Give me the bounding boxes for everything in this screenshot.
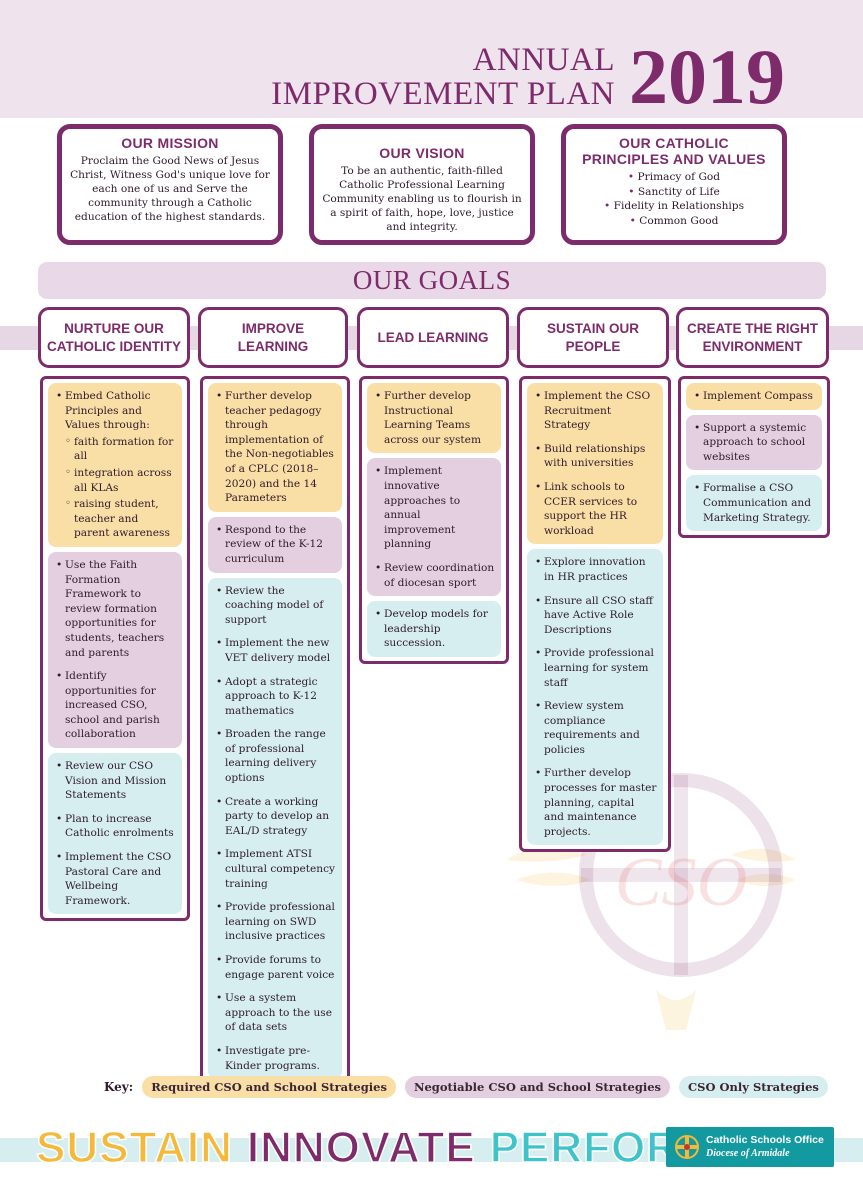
watermark-text: CSO <box>615 844 747 921</box>
sub-item: raising student, teacher and parent awar… <box>65 497 176 541</box>
strategy-item: Develop models for leadership succession… <box>375 607 495 651</box>
column-environment: Implement Compass Support a systemic app… <box>678 376 830 539</box>
sub-item: faith formation for all <box>65 435 176 464</box>
column-sustain: Implement the CSO Recruitment Strategy B… <box>519 376 671 853</box>
cso-only-group: Review the coaching model of support Imp… <box>208 577 342 1080</box>
strategy-item: Review coordination of diocesan sport <box>375 561 495 590</box>
strategy-item: Support a systemic approach to school we… <box>694 421 816 465</box>
org-text: Catholic Schools Office Diocese of Armid… <box>706 1134 824 1160</box>
cso-only-group: Develop models for leadership succession… <box>367 601 501 657</box>
values-list: Primacy of God Sanctity of Life Fidelity… <box>574 170 774 228</box>
values-item: Common Good <box>574 214 774 229</box>
title-words: ANNUAL IMPROVEMENT PLAN <box>271 43 615 111</box>
strategy-item: Provide forums to engage parent voice <box>216 953 336 982</box>
key-negotiable: Negotiable CSO and School Strategies <box>404 1076 671 1098</box>
slogan-sustain: SUSTAIN <box>35 1122 233 1173</box>
strategy-item: Implement the CSO Pastoral Care and Well… <box>56 850 176 908</box>
strategy-item: Build relationships with universities <box>535 442 657 471</box>
values-heading: OUR CATHOLIC PRINCIPLES AND VALUES <box>582 135 766 167</box>
negotiable-group: Implement innovative approaches to annua… <box>367 458 501 597</box>
strategy-item: Ensure all CSO staff have Active Role De… <box>535 594 657 638</box>
slogan-innovate: INNOVATE <box>246 1122 476 1173</box>
mission-heading: OUR MISSION <box>121 135 219 151</box>
title-line-2: IMPROVEMENT PLAN <box>271 76 615 112</box>
org-name: Catholic Schools Office <box>706 1134 824 1146</box>
strategy-item: Implement ATSI cultural competency train… <box>216 847 336 891</box>
strategy-item: Explore innovation in HR practices <box>535 555 657 584</box>
strategy-item: Use a system approach to the use of data… <box>216 991 336 1035</box>
strategy-item: Further develop processes for master pla… <box>535 766 657 839</box>
goal-header-environment: CREATE THE RIGHT ENVIRONMENT <box>676 307 829 368</box>
values-item: Primacy of God <box>574 170 774 185</box>
values-box: OUR CATHOLIC PRINCIPLES AND VALUES Prima… <box>561 124 787 245</box>
strategy-item: Implement innovative approaches to annua… <box>375 464 495 552</box>
strategy-item: Respond to the review of the K-12 curric… <box>216 523 336 567</box>
goal-header-lead: LEAD LEARNING <box>357 307 509 368</box>
goal-header-nurture: NURTURE OUR CATHOLIC IDENTITY <box>38 307 190 368</box>
strategy-item: Review our CSO Vision and Mission Statem… <box>56 759 176 803</box>
required-group: Further develop teacher pedagogy through… <box>208 383 342 512</box>
required-group: Further develop Instructional Learning T… <box>367 383 501 454</box>
goal-header-improve: IMPROVE LEARNING <box>198 307 348 368</box>
column-lead: Further develop Instructional Learning T… <box>359 376 509 664</box>
strategy-item: Embed Catholic Principles and Values thr… <box>56 389 176 541</box>
strategy-item: Investigate pre-Kinder programs. <box>216 1044 336 1073</box>
strategy-item: Review system compliance requirements an… <box>535 699 657 757</box>
strategy-item: Review the coaching model of support <box>216 584 336 628</box>
title-year: 2019 <box>629 33 785 120</box>
strategy-item: Create a working party to develop an EAL… <box>216 795 336 839</box>
column-improve: Further develop teacher pedagogy through… <box>200 376 350 1087</box>
goal-header-sustain: SUSTAIN OUR PEOPLE <box>517 307 669 368</box>
strategy-item: Implement the CSO Recruitment Strategy <box>535 389 657 433</box>
negotiable-group: Respond to the review of the K-12 curric… <box>208 516 342 573</box>
strategy-item: Use the Faith Formation Framework to rev… <box>56 558 176 660</box>
strategy-item: Plan to increase Catholic enrolments <box>56 812 176 841</box>
strategy-item: Formalise a CSO Communication and Market… <box>694 481 816 525</box>
strategy-intro: Embed Catholic Principles and Values thr… <box>65 390 151 432</box>
goals-banner: OUR GOALS <box>38 262 826 299</box>
org-diocese: Diocese of Armidale <box>706 1148 790 1159</box>
mission-box: OUR MISSION Proclaim the Good News of Je… <box>57 124 283 245</box>
key-label: Key: <box>104 1080 134 1094</box>
legend-key: Key: Required CSO and School Strategies … <box>104 1076 828 1098</box>
strategy-item: Link schools to CCER services to support… <box>535 480 657 538</box>
header-band <box>0 0 863 118</box>
vision-text: To be an authentic, faith-filled Catholi… <box>322 165 522 233</box>
negotiable-group: Use the Faith Formation Framework to rev… <box>48 551 182 749</box>
sub-item: integration across all KLAs <box>65 466 176 495</box>
values-item: Sanctity of Life <box>574 185 774 200</box>
mission-text: Proclaim the Good News of Jesus Christ, … <box>70 155 270 223</box>
strategy-item: Implement Compass <box>694 389 816 404</box>
cross-emblem-icon <box>675 1135 699 1159</box>
strategy-item: Implement the new VET delivery model <box>216 636 336 665</box>
negotiable-group: Support a systemic approach to school we… <box>686 414 822 471</box>
required-group: Implement Compass <box>686 383 822 410</box>
required-group: Embed Catholic Principles and Values thr… <box>48 383 182 547</box>
key-required: Required CSO and School Strategies <box>142 1076 396 1098</box>
cso-only-group: Explore innovation in HR practices Ensur… <box>527 549 663 846</box>
title-line-1: ANNUAL <box>472 42 615 78</box>
values-item: Fidelity in Relationships <box>574 199 774 214</box>
org-logo: Catholic Schools Office Diocese of Armid… <box>666 1127 834 1167</box>
strategy-item: Provide professional learning on SWD inc… <box>216 900 336 944</box>
strategy-item: Further develop Instructional Learning T… <box>375 389 495 447</box>
cso-only-group: Review our CSO Vision and Mission Statem… <box>48 753 182 915</box>
column-nurture: Embed Catholic Principles and Values thr… <box>40 376 190 922</box>
slogan: SUSTAIN INNOVATE PERFORM <box>35 1122 717 1174</box>
key-cso-only: CSO Only Strategies <box>679 1076 828 1098</box>
page-title: ANNUAL IMPROVEMENT PLAN 2019 <box>271 38 785 116</box>
vision-heading: OUR VISION <box>379 145 465 161</box>
strategy-item: Broaden the range of professional learni… <box>216 727 336 785</box>
strategy-item: Identify opportunities for increased CSO… <box>56 669 176 742</box>
strategy-item: Further develop teacher pedagogy through… <box>216 389 336 506</box>
strategy-item: Adopt a strategic approach to K-12 mathe… <box>216 675 336 719</box>
vision-box: OUR VISION To be an authentic, faith-fil… <box>309 124 535 245</box>
strategy-item: Provide professional learning for system… <box>535 646 657 690</box>
required-group: Implement the CSO Recruitment Strategy B… <box>527 383 663 545</box>
cso-only-group: Formalise a CSO Communication and Market… <box>686 475 822 532</box>
